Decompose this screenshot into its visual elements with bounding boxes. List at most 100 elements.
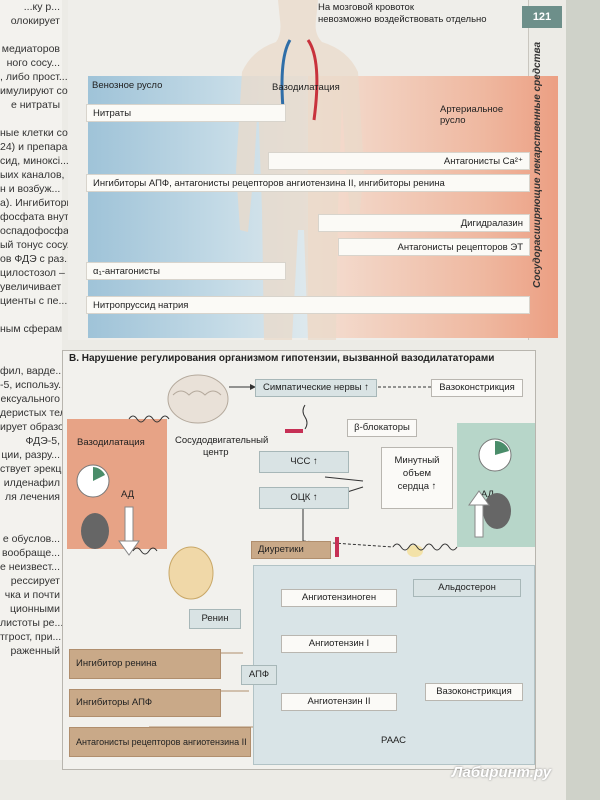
left-text-line: ый тонус сосу... (0, 239, 76, 251)
beta-blockers-box: β-блокаторы (347, 419, 417, 437)
bp-right-label: АД (481, 489, 495, 500)
left-text-line: -5, использу... (0, 379, 67, 391)
left-text-line: ствует эрекции. (0, 463, 77, 475)
chapter-side-title: Сосудорасширяющие лекарственные средства (532, 41, 543, 289)
blood-volume-label: ОЦК ↑ (290, 492, 318, 503)
row-ca-antagonists-label: Антагонисты Ca²⁺ (443, 156, 523, 167)
raas-label: РААС (381, 735, 407, 746)
heart-rate-box: ЧСС ↑ (259, 451, 349, 473)
vasomotor-center-line2: центр (203, 447, 229, 458)
left-text-line: ным сферам (0, 323, 63, 335)
left-text-line: медиаторов (1, 43, 60, 55)
left-text-line: ирует образо... (0, 421, 73, 433)
angiotensin2-box: Ангиотензин II (281, 693, 397, 711)
diuretics-label: Диуретики (258, 544, 304, 555)
brain-note-line2: невозможно воздействовать отдельно (318, 14, 487, 25)
left-text-line: чка и почти (4, 589, 60, 601)
angiotensinogen-label: Ангиотензиноген (301, 592, 377, 603)
left-text-line: а). Ингибиторы (0, 197, 75, 209)
cardiac-output-line1: Минутный (394, 455, 440, 466)
left-text-line (0, 28, 62, 42)
panel-b-title: В. Нарушение регулирования организмом ги… (69, 353, 495, 364)
bp-left-label: АД (121, 489, 135, 500)
beta-block-bar (285, 429, 303, 433)
left-text-line: е обуслов... (2, 533, 60, 545)
row-nitroprusside: Нитропруссид натрия (86, 296, 530, 314)
left-text-line: циенты с пе... (0, 295, 68, 307)
arb-box: Антагонисты рецепторов ангиотензина II (69, 727, 251, 757)
row-nitrates: Нитраты (86, 104, 286, 122)
sympathetic-nerves-label: Симпатические нервы ↑ (262, 382, 370, 393)
sympathetic-nerves-box: Симпатические нервы ↑ (255, 379, 377, 397)
row-ca-antagonists: Антагонисты Ca²⁺ (268, 152, 530, 170)
left-text-line (0, 336, 62, 350)
left-text-line: ные клетки со... (0, 127, 77, 139)
row-dihydralazine: Дигидралазин (318, 214, 530, 232)
cardiac-output-box: Минутный объем сердца ↑ (381, 447, 453, 509)
arb-label: Антагонисты рецепторов ангиотензина II (76, 737, 247, 747)
angiotensin1-label: Ангиотензин I (308, 638, 370, 649)
left-text-line (0, 350, 62, 364)
row-nitroprusside-label: Нитропруссид натрия (93, 300, 189, 311)
cardiac-output-line2: объем (402, 468, 432, 479)
left-text-line: фил, варде... (0, 365, 65, 377)
renin-inhibitor-box: Ингибитор ренина (69, 649, 221, 679)
left-text-line: ФДЭ-5, (25, 435, 60, 447)
left-text-line: илденафил (3, 477, 60, 489)
left-bulb-icon (81, 513, 109, 549)
renin-label: Ренин (201, 613, 229, 624)
left-text-line: увеличивает (0, 281, 62, 293)
vasoconstriction-top-label: Вазоконстрикция (439, 382, 515, 393)
left-text-line: н и возбуж... (0, 183, 61, 195)
regulation-diagram-panel: В. Нарушение регулирования организмом ги… (62, 350, 536, 770)
left-text-line: е нитраты (10, 99, 60, 111)
left-text-line: ов ФДЭ с раз... (0, 253, 73, 265)
left-text-line: ции, разру... (1, 449, 60, 461)
angiotensin1-box: Ангиотензин I (281, 635, 397, 653)
row-et-antagonists-label: Антагонисты рецепторов ЭТ (397, 242, 523, 253)
left-text-line: , либо прост... (0, 71, 68, 83)
row-et-antagonists: Антагонисты рецепторов ЭТ (338, 238, 530, 256)
left-text-line: раженный (10, 645, 60, 657)
row-nitrates-label: Нитраты (93, 108, 132, 119)
left-text-line: листоты ре... (0, 617, 64, 629)
vasoconstriction-bottom-label: Вазоконстрикция (436, 686, 512, 697)
left-text-line: 24) и препара... (0, 141, 77, 153)
left-text-line: деристых тел (0, 407, 66, 419)
vasomotor-center-line1: Сосудодвигательный (175, 435, 269, 446)
left-text-line: ля лечения (4, 491, 60, 503)
venous-label: Венозное русло (92, 80, 163, 91)
left-text-line: ексуального (0, 393, 60, 405)
blood-volume-box: ОЦК ↑ (259, 487, 349, 509)
brain-note-line1: На мозговой кровоток (318, 2, 414, 13)
left-text-line (0, 112, 62, 126)
row-dihydralazine-label: Дигидралазин (460, 218, 523, 229)
aldosterone-label: Альдостерон (438, 582, 496, 593)
kidney-icon (168, 546, 214, 600)
diuretics-box: Диуретики (251, 541, 331, 559)
row-ace-inhibitors-label: Ингибиторы АПФ, антагонисты рецепторов а… (93, 178, 445, 189)
row-alpha1-antagonists: α₁-антагонисты (86, 262, 286, 280)
left-text-line: ...ку р... (23, 1, 60, 13)
page-edge (566, 0, 600, 800)
left-text-line: оспадофосфата (0, 225, 80, 237)
row-ace-inhibitors: Ингибиторы АПФ, антагонисты рецепторов а… (86, 174, 530, 192)
left-text-line: ционными (10, 603, 60, 615)
heart-rate-label: ЧСС ↑ (290, 456, 318, 467)
page-number: 121 (522, 6, 562, 28)
ace-inhibitors-box: Ингибиторы АПФ (69, 689, 221, 717)
left-text-line: сид, миноксі... (0, 155, 69, 167)
renin-inhibitor-label: Ингибитор ренина (76, 658, 157, 669)
ace-box: АПФ (241, 665, 277, 685)
arterial-label: Артериальное русло (440, 104, 504, 126)
left-text-line: ыих каналов, (0, 169, 65, 181)
right-bulb-icon (483, 493, 511, 529)
left-text-line: имулируют со... (0, 85, 77, 97)
row-alpha1-antagonists-label: α₁-антагонисты (93, 266, 160, 277)
vasodilator-site-panel: На мозговой кровоток невозможно воздейст… (68, 0, 558, 340)
vasodilation-label-b: Вазодилатация (77, 437, 145, 448)
ace-label: АПФ (248, 669, 270, 680)
diuretic-block-bar (335, 537, 339, 557)
